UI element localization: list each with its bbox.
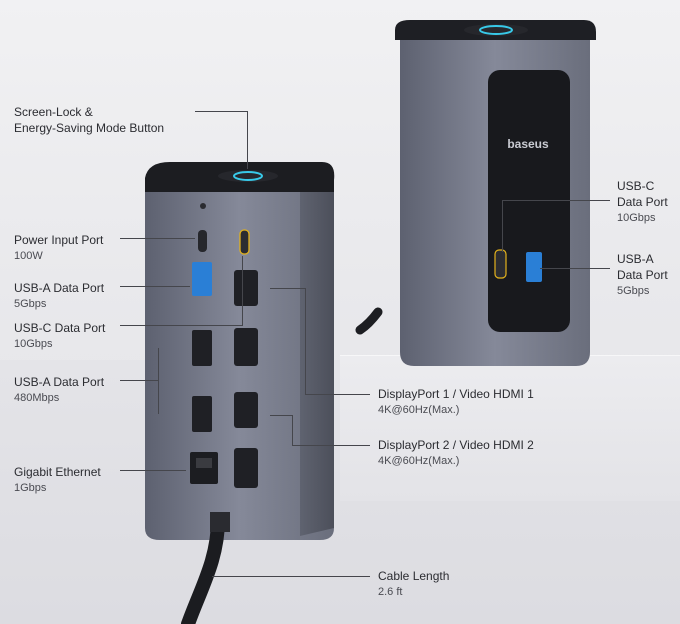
callout-power-input: Power Input Port 100W xyxy=(14,232,103,264)
callout-usba-5: USB-A Data Port 5Gbps xyxy=(14,280,104,312)
displayport-2 xyxy=(234,392,258,428)
callout-spec: 4K@60Hz(Max.) xyxy=(378,404,460,416)
hub-rear-view: baseus xyxy=(355,20,596,366)
step-platform xyxy=(340,355,680,501)
callout-spec: 480Mbps xyxy=(14,392,60,404)
callout-back-usba: USB-A Data Port 5Gbps xyxy=(617,251,668,299)
leader-power xyxy=(120,238,195,239)
callout-title: USB-A Data Port xyxy=(14,375,105,389)
leader-dp1 xyxy=(305,394,370,395)
front-cable xyxy=(181,513,225,624)
callout-title: USB-C Data Port xyxy=(14,321,106,335)
callout-spec: 5Gbps xyxy=(617,285,650,297)
callout-dp2: DisplayPort 2 / Video HDMI 2 4K@60Hz(Max… xyxy=(378,437,534,469)
leader-usbc xyxy=(120,325,242,326)
callout-title-2: Energy-Saving Mode Button xyxy=(14,121,165,135)
rear-brand-logo: baseus xyxy=(507,137,549,151)
callout-title: Screen-Lock & xyxy=(14,105,93,119)
callout-title: USB-A xyxy=(617,252,654,266)
callout-title: DisplayPort 1 / Video HDMI 1 xyxy=(378,387,534,401)
callout-spec: 10Gbps xyxy=(617,212,656,224)
power-led xyxy=(200,203,206,209)
callout-title-2: Data Port xyxy=(617,268,668,282)
hdmi-2 xyxy=(234,448,258,488)
callout-spec: 4K@60Hz(Max.) xyxy=(378,455,460,467)
callout-title: DisplayPort 2 / Video HDMI 2 xyxy=(378,438,534,452)
leader-cable xyxy=(212,576,370,577)
callout-dp1: DisplayPort 1 / Video HDMI 1 4K@60Hz(Max… xyxy=(378,386,534,418)
callout-cable: Cable Length 2.6 ft xyxy=(378,568,449,600)
leader-back-usbc-v xyxy=(502,200,503,252)
rear-top-ring xyxy=(479,25,513,35)
callout-spec: 100W xyxy=(14,250,43,262)
callout-title: Cable Length xyxy=(378,569,450,583)
rear-panel xyxy=(488,70,570,332)
callout-title: Power Input Port xyxy=(14,233,104,247)
leader-ethernet xyxy=(120,470,186,471)
callout-title: Gigabit Ethernet xyxy=(14,465,101,479)
leader-dp1-v xyxy=(305,288,306,394)
rear-cable xyxy=(355,307,383,335)
leader-dp2-top xyxy=(270,415,292,416)
callout-title: USB-C xyxy=(617,179,655,193)
rear-usba-port xyxy=(526,252,542,282)
usba-480-port-2 xyxy=(192,396,212,432)
screen-lock-button xyxy=(233,171,263,181)
callout-usbc-10: USB-C Data Port 10Gbps xyxy=(14,320,105,352)
callout-ethernet: Gigabit Ethernet 1Gbps xyxy=(14,464,101,496)
usba-480-port-1 xyxy=(192,330,212,366)
leader-screen-lock xyxy=(195,111,247,112)
callout-spec: 5Gbps xyxy=(14,298,47,310)
leader-dp2-v xyxy=(292,415,293,445)
callout-back-usbc: USB-C Data Port 10Gbps xyxy=(617,178,668,226)
leader-usba-5 xyxy=(120,286,190,287)
hdmi-1 xyxy=(234,328,258,366)
callout-title-2: Data Port xyxy=(617,195,668,209)
callout-screen-lock: Screen-Lock & Energy-Saving Mode Button xyxy=(14,104,164,136)
power-input-port xyxy=(198,230,207,252)
leader-back-usbc xyxy=(502,200,610,201)
usba-5gbps-port xyxy=(192,262,212,296)
callout-title: USB-A Data Port xyxy=(14,281,105,295)
hub-front-view xyxy=(145,162,335,624)
leader-usba-480-v xyxy=(158,348,159,414)
rear-usbc-port xyxy=(494,249,507,279)
leader-dp2 xyxy=(292,445,370,446)
leader-dp1-top xyxy=(270,288,305,289)
callout-spec: 1Gbps xyxy=(14,482,47,494)
callout-spec: 2.6 ft xyxy=(378,586,403,598)
leader-back-usba xyxy=(540,268,610,269)
callout-usba-480: USB-A Data Port 480Mbps xyxy=(14,374,104,406)
leader-usba-480 xyxy=(120,380,158,381)
leader-usbc-v xyxy=(242,256,243,326)
usbc-data-port xyxy=(239,229,250,255)
leader-screen-lock-v xyxy=(247,111,248,169)
displayport-1 xyxy=(234,270,258,306)
callout-spec: 10Gbps xyxy=(14,338,53,350)
